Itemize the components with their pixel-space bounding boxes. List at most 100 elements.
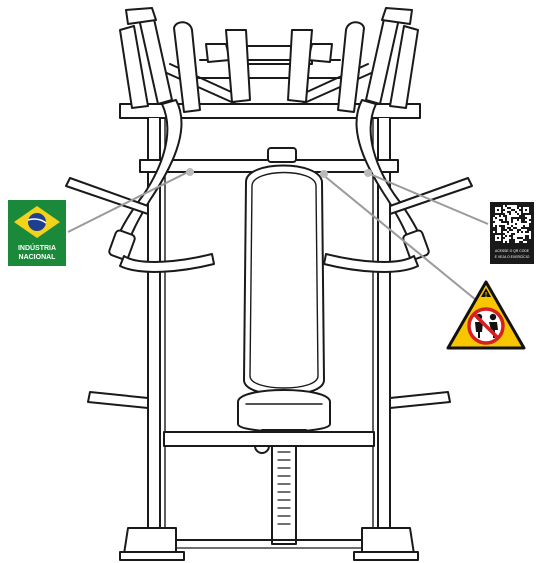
chest-press-machine-drawing xyxy=(65,7,473,561)
qr-module xyxy=(497,233,499,235)
press-arm-left xyxy=(108,99,215,273)
upper-lever-left xyxy=(119,7,251,113)
flag-globe-icon xyxy=(28,213,46,231)
qr-module xyxy=(517,213,519,215)
qr-module xyxy=(497,205,499,207)
qr-module xyxy=(513,241,515,243)
qr-module xyxy=(501,211,503,213)
leader-dot-warning xyxy=(320,170,328,178)
qr-module xyxy=(517,219,519,221)
qr-module xyxy=(517,217,519,219)
warning-mini-triangle-icon xyxy=(481,288,491,297)
qr-module xyxy=(521,219,523,221)
qr-module xyxy=(519,237,521,239)
qr-module xyxy=(501,225,503,227)
qr-code-label: ACESSE O QR CODE E VEJA O EXERCÍCIO xyxy=(490,202,534,264)
qr-module xyxy=(493,213,495,215)
qr-module xyxy=(527,235,529,237)
qr-module xyxy=(513,217,515,219)
qr-module xyxy=(499,233,501,235)
qr-module xyxy=(515,227,517,229)
qr-module xyxy=(519,229,521,231)
qr-module xyxy=(519,217,521,219)
qr-module xyxy=(493,241,495,243)
qr-module xyxy=(493,211,495,213)
qr-module xyxy=(501,209,503,211)
qr-module xyxy=(527,241,529,243)
qr-module xyxy=(499,205,501,207)
qr-module xyxy=(503,227,505,229)
qr-module xyxy=(493,237,495,239)
qr-module xyxy=(501,207,503,209)
qr-module xyxy=(529,227,531,229)
qr-module xyxy=(497,237,499,239)
qr-module xyxy=(495,241,497,243)
qr-module xyxy=(519,205,521,207)
qr-module xyxy=(527,227,529,229)
qr-module xyxy=(509,239,511,241)
qr-module xyxy=(513,233,515,235)
back-pad xyxy=(243,147,325,396)
qr-module xyxy=(529,213,531,215)
qr-module xyxy=(529,239,531,241)
upper-lever-right xyxy=(287,7,419,113)
qr-module xyxy=(521,231,523,233)
qr-module xyxy=(501,205,503,207)
qr-module xyxy=(521,207,523,209)
qr-module xyxy=(525,227,527,229)
qr-module xyxy=(525,235,527,237)
qr-module xyxy=(529,211,531,213)
qr-module xyxy=(511,241,513,243)
qr-module xyxy=(511,221,513,223)
qr-module xyxy=(517,205,519,207)
qr-module xyxy=(511,219,513,221)
qr-module xyxy=(529,229,531,231)
qr-module xyxy=(499,241,501,243)
qr-module xyxy=(493,205,495,207)
qr-module xyxy=(501,233,503,235)
qr-module xyxy=(501,231,503,233)
qr-module xyxy=(515,211,517,213)
qr-module xyxy=(529,241,531,243)
qr-module xyxy=(513,209,515,211)
qr-module xyxy=(517,229,519,231)
qr-module xyxy=(507,227,509,229)
seat xyxy=(163,389,375,545)
qr-module xyxy=(511,237,513,239)
qr-module xyxy=(505,221,507,223)
qr-module xyxy=(521,211,523,213)
qr-module xyxy=(507,231,509,233)
qr-module xyxy=(529,223,531,225)
qr-module xyxy=(523,219,525,221)
leader-line-qr xyxy=(369,173,489,225)
qr-module xyxy=(499,213,501,215)
qr-module xyxy=(505,217,507,219)
qr-module xyxy=(503,209,505,211)
qr-module xyxy=(521,227,523,229)
qr-module xyxy=(523,217,525,219)
qr-module xyxy=(529,205,531,207)
qr-module xyxy=(521,217,523,219)
leader-line-brazil xyxy=(67,171,189,233)
qr-module xyxy=(521,205,523,207)
qr-module xyxy=(493,233,495,235)
qr-module xyxy=(503,221,505,223)
qr-module xyxy=(519,241,521,243)
qr-module xyxy=(495,229,497,231)
qr-module xyxy=(497,209,499,211)
base-feet xyxy=(119,527,419,561)
qr-module xyxy=(511,239,513,241)
qr-module xyxy=(493,235,495,237)
qr-module xyxy=(503,229,505,231)
qr-module xyxy=(523,225,525,227)
qr-module xyxy=(507,211,509,213)
qr-module xyxy=(525,239,527,241)
qr-module xyxy=(505,205,507,207)
qr-module xyxy=(511,209,513,211)
qr-module xyxy=(509,241,511,243)
qr-module xyxy=(499,215,501,217)
brazil-industria-nacional-badge: INDÚSTRIA NACIONAL xyxy=(8,200,66,266)
qr-module xyxy=(517,231,519,233)
qr-caption-line-1: ACESSE O QR CODE xyxy=(495,249,530,253)
